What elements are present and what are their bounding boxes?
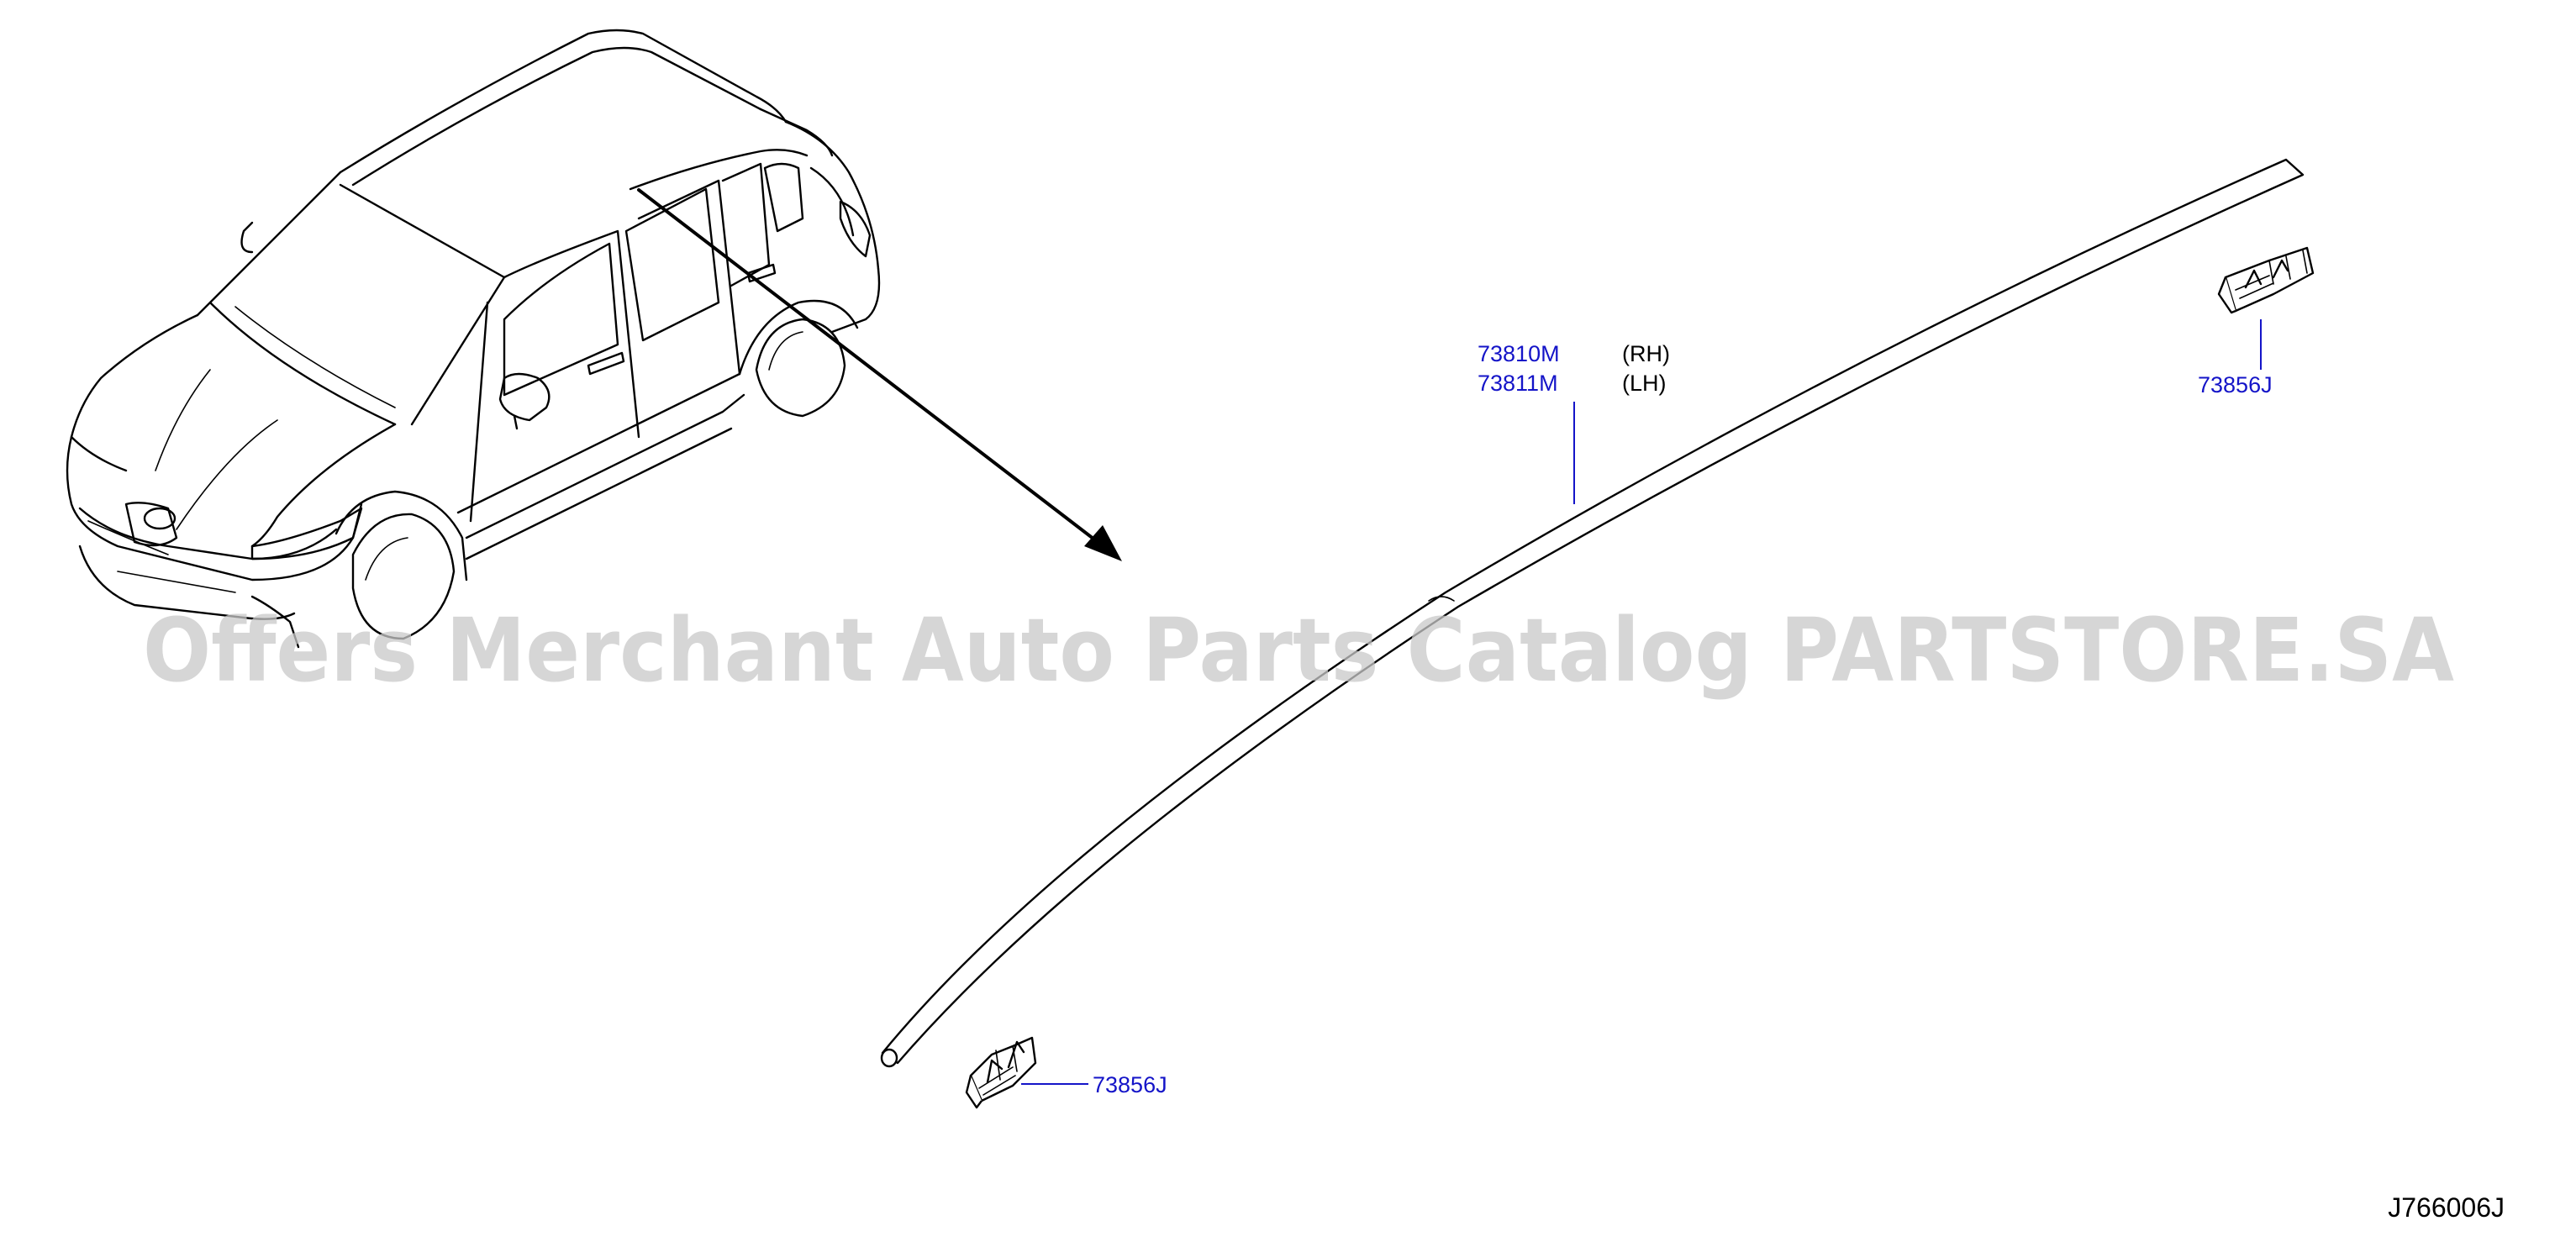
pointer-arrow	[637, 188, 1122, 561]
part-number-73856j-lower[interactable]: 73856J	[1093, 1072, 1167, 1097]
side-label-rh: (RH)	[1622, 341, 1670, 366]
part-number-73811m[interactable]: 73811M	[1478, 371, 1558, 396]
watermark-text: Offers Merchant Auto Parts Catalog PARTS…	[143, 599, 2454, 702]
clip-icon-upper[interactable]	[2217, 246, 2315, 314]
part-number-73856j-upper[interactable]: 73856J	[2198, 372, 2273, 397]
part-number-73810m[interactable]: 73810M	[1478, 341, 1560, 366]
diagram-reference-code: J766006J	[2388, 1192, 2505, 1223]
side-label-lh: (LH)	[1622, 371, 1667, 396]
roof-molding-icon[interactable]	[880, 158, 2305, 1068]
clip-icon-lower[interactable]	[965, 1036, 1037, 1109]
car-icon	[66, 29, 881, 649]
